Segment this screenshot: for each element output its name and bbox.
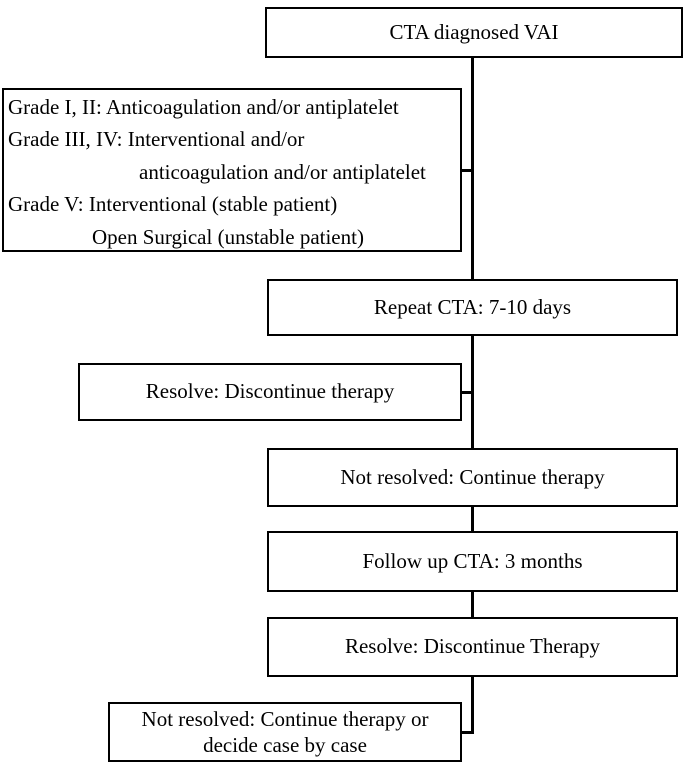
node-resolve-discontinue-therapy: Resolve: Discontinue therapy — [78, 363, 462, 421]
grade-line-2: Grade III, IV: Interventional and/or — [8, 127, 305, 152]
connector-stub-bottom-box — [461, 731, 474, 734]
node-repeat-cta: Repeat CTA: 7-10 days — [267, 279, 678, 336]
node-label: Follow up CTA: 3 months — [362, 548, 583, 573]
node-label: Resolve: Discontinue Therapy — [344, 634, 601, 659]
connector-stub-resolve-box — [461, 391, 474, 394]
connector-spine-4 — [471, 591, 474, 618]
connector-stub-grade-box — [461, 169, 474, 172]
node-cta-diagnosed-vai: CTA diagnosed VAI — [265, 7, 683, 58]
node-label: Resolve: Discontinue therapy — [145, 379, 395, 404]
connector-spine-top — [471, 57, 474, 280]
connector-spine-bottom — [471, 676, 474, 734]
node-label-line-2: decide case by case — [203, 733, 367, 757]
grade-line-4: Grade V: Interventional (stable patient) — [8, 192, 338, 217]
node-resolve-discontinue-therapy-2: Resolve: Discontinue Therapy — [267, 617, 678, 677]
node-label: Repeat CTA: 7-10 days — [373, 294, 572, 319]
grade-line-5: Open Surgical (unstable patient) — [92, 224, 364, 249]
node-label: Not resolved: Continue therapy — [340, 464, 605, 489]
grade-line-3: anticoagulation and/or antiplatelet — [139, 159, 426, 184]
node-label-line-1: Not resolved: Continue therapy or — [141, 707, 429, 731]
node-not-resolved-case-by-case: Not resolved: Continue therapy or decide… — [108, 702, 462, 762]
node-not-resolved-continue-therapy: Not resolved: Continue therapy — [267, 448, 678, 507]
node-follow-up-cta: Follow up CTA: 3 months — [267, 531, 678, 592]
node-label: CTA diagnosed VAI — [389, 19, 559, 44]
node-grade-management: Grade I, II: Anticoagulation and/or anti… — [2, 88, 462, 252]
grade-line-1: Grade I, II: Anticoagulation and/or anti… — [8, 95, 399, 119]
connector-spine-3 — [471, 506, 474, 532]
